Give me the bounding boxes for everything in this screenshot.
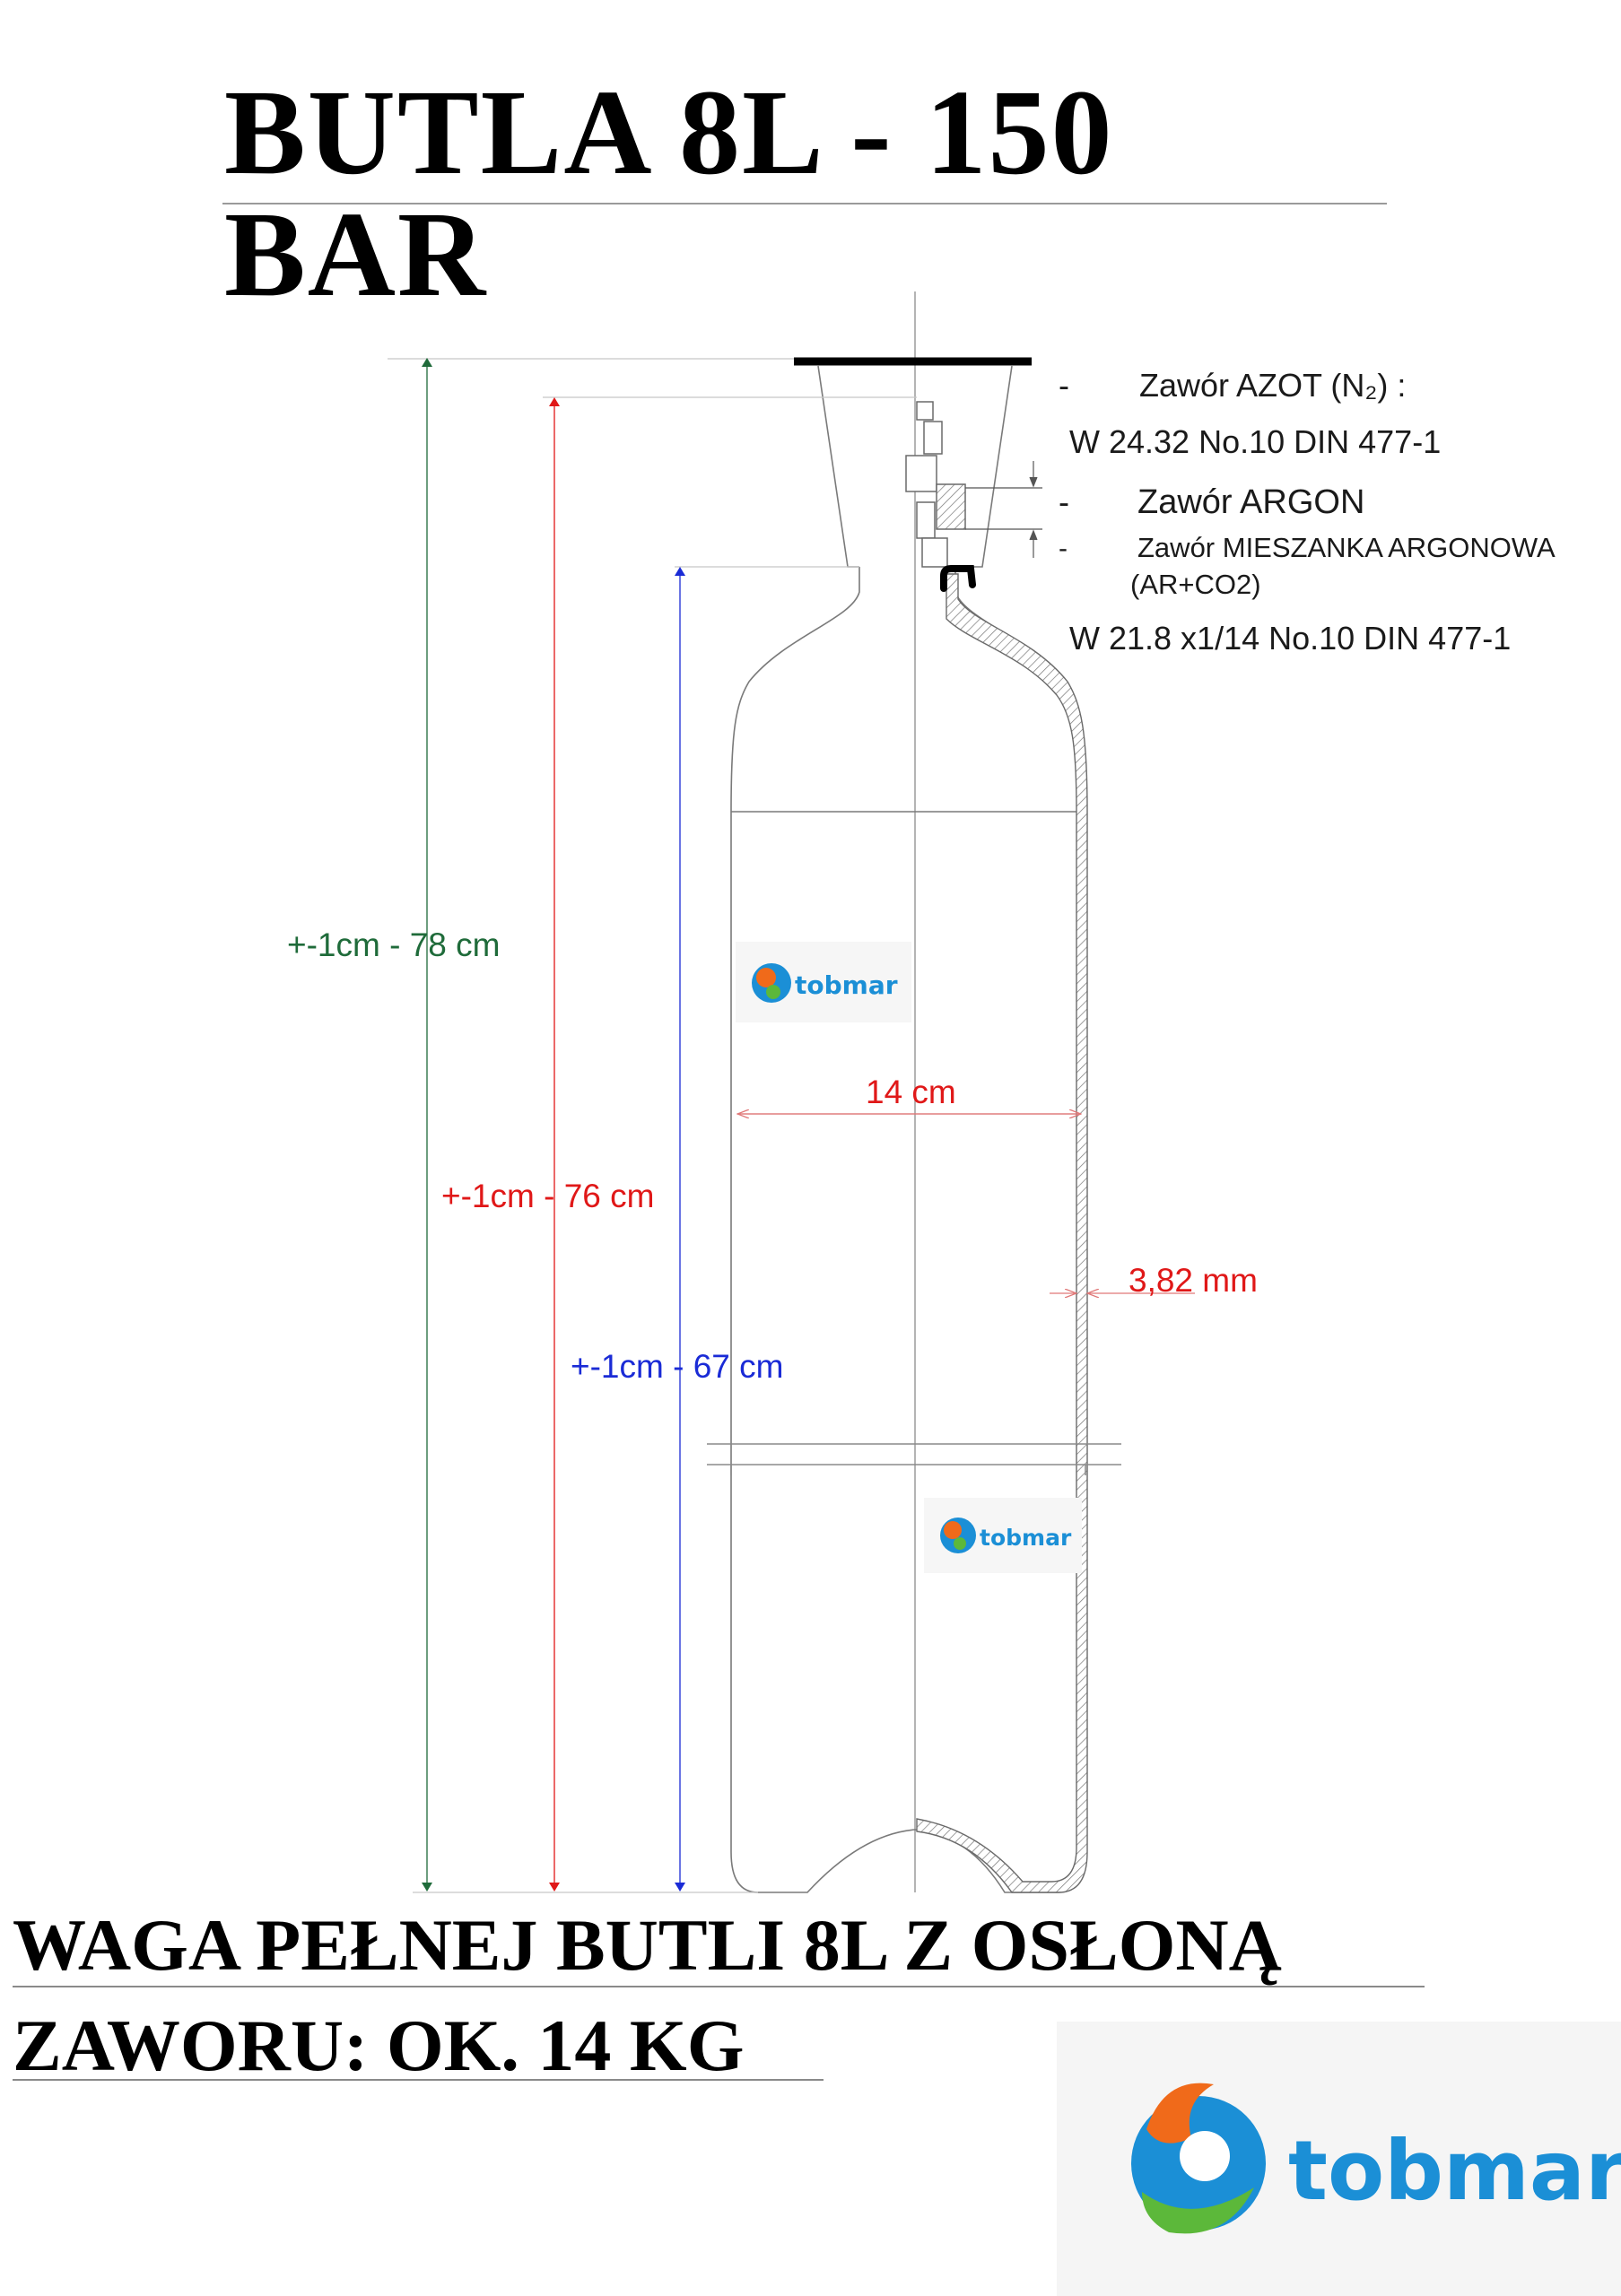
cylinder-logo-upper-text: tobmar [795, 970, 898, 1000]
cylinder-logo-lower: tobmar [924, 1498, 1082, 1573]
weight-underline-1 [13, 1986, 1425, 1987]
label-valve-height: +-1cm - 76 cm [441, 1178, 654, 1214]
weight-line-1: WAGA PEŁNEJ BUTLI 8L Z OSŁONĄ [13, 1904, 1282, 1986]
spec-dash-2: - [1059, 483, 1069, 520]
gasket [940, 565, 976, 592]
spec-azot-label: Zawór AZOT (N₂) : [1139, 367, 1406, 404]
spec-argon-thread: W 21.8 x1/14 No.10 DIN 477-1 [1069, 620, 1511, 657]
title-underline [222, 203, 1387, 204]
weight-line-2: ZAWORU: OK. 14 KG [13, 2005, 745, 2086]
thread-dimension [965, 461, 1042, 558]
label-diameter: 14 cm [866, 1074, 956, 1110]
valve-body [905, 401, 966, 568]
cylinder-logo-upper: tobmar [736, 942, 911, 1022]
neck-ring [707, 1443, 1121, 1475]
spec-dash-1: - [1059, 367, 1069, 404]
cylinder-logo-lower-text: tobmar [980, 1525, 1072, 1551]
extension-lines [388, 358, 917, 1893]
spec-mix-label: Zawór MIESZANKA ARGONOWA [1137, 532, 1556, 563]
brand-logo: tobmar [1057, 2022, 1621, 2296]
spec-azot-thread: W 24.32 No.10 DIN 477-1 [1069, 423, 1441, 460]
brand-logo-text: tobmar [1288, 2123, 1621, 2219]
cylinder-outline [730, 567, 1086, 1893]
weight-underline-2 [13, 2079, 824, 2081]
page-title: BUTLA 8L - 150 BAR [224, 65, 1114, 322]
label-body-height: +-1cm - 67 cm [571, 1348, 783, 1385]
label-total-height: +-1cm - 78 cm [287, 926, 500, 963]
spec-dash-3: - [1059, 534, 1068, 563]
spec-mix-formula: (AR+CO2) [1130, 569, 1261, 600]
wall-section [916, 573, 1088, 1893]
label-wall-thickness: 3,82 mm [1129, 1262, 1258, 1299]
spec-argon-label: Zawór ARGON [1137, 483, 1364, 521]
